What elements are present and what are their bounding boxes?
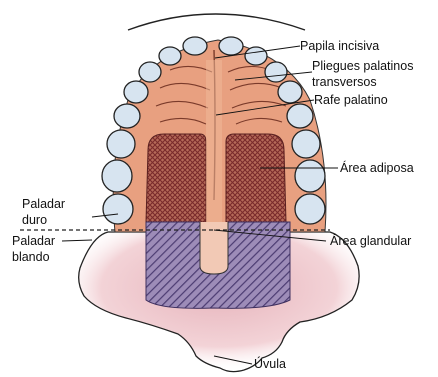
label-rafe-palatino: Rafe palatino	[314, 93, 388, 107]
label-paladar-duro-line1: Paladar	[22, 197, 65, 211]
label-papila-incisiva: Papila incisiva	[300, 39, 379, 53]
label-uvula: Úvula	[254, 356, 286, 371]
raphe-strip	[206, 60, 222, 222]
adipose-area-left	[146, 134, 206, 222]
label-paladar-blando-line1: Paladar	[12, 234, 55, 248]
label-paladar-duro-line2: duro	[22, 213, 47, 227]
adipose-area-right	[226, 134, 286, 222]
label-paladar-blando-line2: blando	[12, 250, 50, 264]
label-area-adiposa: Área adiposa	[340, 160, 414, 175]
label-area-glandular: Área glandular	[330, 233, 411, 248]
label-pliegues-line1: Pliegues palatinos	[312, 59, 413, 73]
label-pliegues-line2: transversos	[312, 75, 377, 89]
lip-arc	[128, 14, 305, 30]
